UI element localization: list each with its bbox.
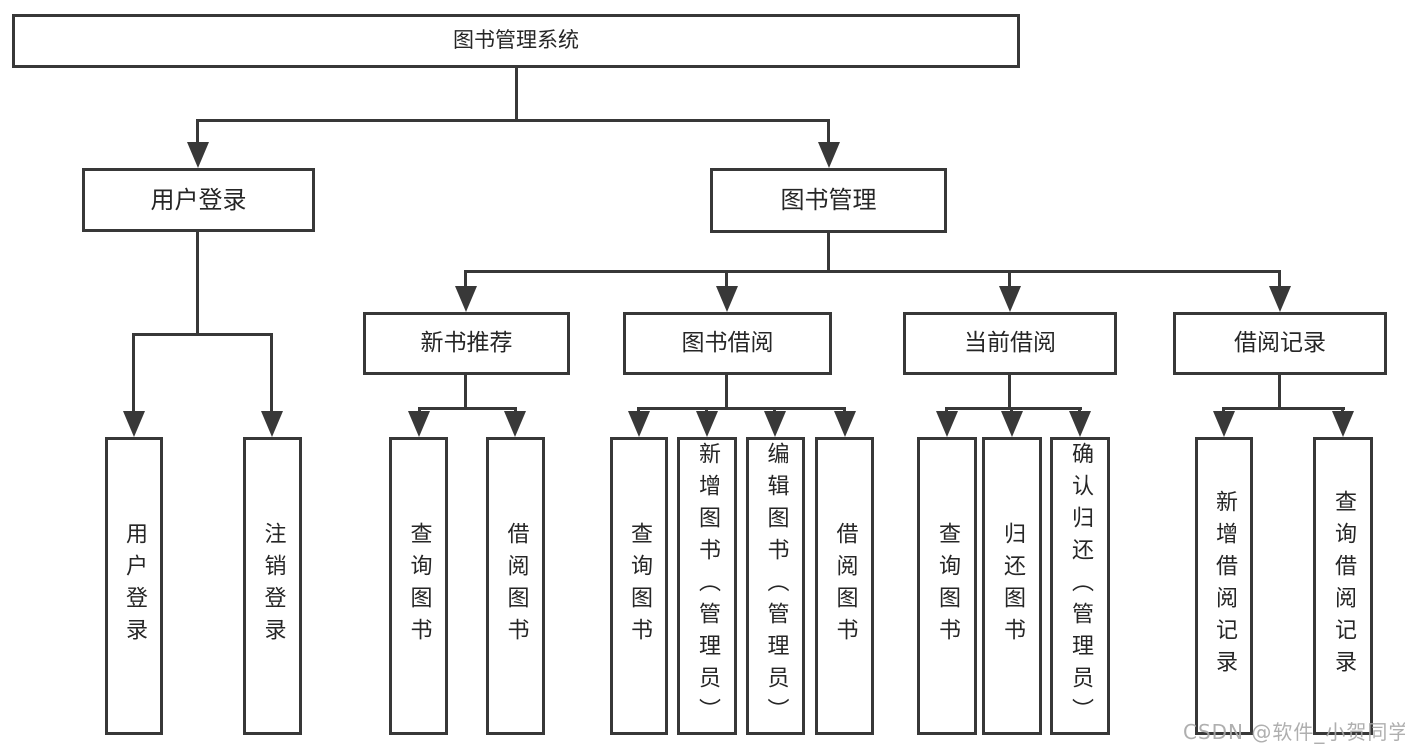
connector-user-login-stem: [196, 232, 199, 336]
connector-drop-user-login: [196, 119, 199, 146]
down-arrow-icon: [628, 411, 650, 437]
node-book-borrow: 图书借阅: [623, 312, 832, 375]
connector-borrow-records-stem: [1278, 375, 1281, 410]
connector-drop-book-borrow: [725, 270, 728, 290]
connector-current-borrow-branch: [945, 407, 1082, 410]
node-current-return-books: 归还图书: [982, 437, 1042, 735]
node-label: 借阅图书: [503, 522, 529, 650]
node-label: 图书管理系统: [453, 28, 579, 53]
down-arrow-icon: [455, 286, 477, 312]
node-label: 编辑图书（管理员）: [763, 442, 789, 730]
down-arrow-icon: [1269, 286, 1291, 312]
node-current-borrow: 当前借阅: [903, 312, 1117, 375]
node-recommend-borrow-books: 借阅图书: [486, 437, 545, 735]
node-logout: 注销登录: [243, 437, 302, 735]
connector-current-borrow-stem: [1008, 375, 1011, 410]
connector-drop-current-borrow: [1008, 270, 1011, 290]
down-arrow-icon: [1001, 411, 1023, 437]
down-arrow-icon: [1332, 411, 1354, 437]
down-arrow-icon: [261, 411, 283, 437]
node-label: 图书借阅: [681, 329, 774, 356]
node-label: 查询借阅记录: [1331, 490, 1356, 682]
down-arrow-icon: [716, 286, 738, 312]
node-label: 归还图书: [1000, 522, 1025, 650]
down-arrow-icon: [187, 142, 209, 168]
connector-book-borrow-branch: [637, 407, 846, 410]
node-label: 用户登录: [122, 522, 147, 650]
node-label: 当前借阅: [964, 329, 1056, 356]
connector-borrow-records-branch: [1222, 407, 1345, 410]
node-label: 借阅图书: [832, 522, 858, 650]
connector-drop-logout: [270, 333, 273, 415]
node-recommend-query-books: 查询图书: [389, 437, 448, 735]
node-borrow-add-books-admin: 新增图书（管理员）: [677, 437, 737, 735]
node-label: 新书推荐: [420, 329, 513, 356]
down-arrow-icon: [936, 411, 958, 437]
node-new-book-recommend: 新书推荐: [363, 312, 570, 375]
node-label: 注销登录: [260, 522, 286, 650]
node-borrow-query-books: 查询图书: [610, 437, 668, 735]
connector-drop-borrow-records: [1278, 270, 1281, 290]
down-arrow-icon: [1213, 411, 1235, 437]
connector-root-stem: [515, 68, 518, 122]
node-label: 确认归还（管理员）: [1068, 442, 1093, 730]
node-borrow-records: 借阅记录: [1173, 312, 1387, 375]
node-label: 查询图书: [627, 522, 652, 650]
down-arrow-icon: [818, 142, 840, 168]
connector-user-login-branch: [132, 333, 273, 336]
connector-drop-book-mgmt: [827, 119, 830, 146]
down-arrow-icon: [999, 286, 1021, 312]
connector-new-book-rec-stem: [464, 375, 467, 410]
down-arrow-icon: [504, 411, 526, 437]
node-label: 图书管理: [780, 186, 877, 215]
node-book-management: 图书管理: [710, 168, 947, 233]
down-arrow-icon: [834, 411, 856, 437]
node-label: 用户登录: [150, 185, 247, 214]
connector-root-branch: [196, 119, 830, 122]
node-label: 新增图书（管理员）: [695, 442, 720, 730]
down-arrow-icon: [408, 411, 430, 437]
node-user-login: 用户登录: [82, 168, 315, 232]
watermark: CSDN @软件_小贺同学: [1183, 720, 1405, 744]
connector-book-borrow-stem: [725, 375, 728, 410]
connector-new-book-rec-branch: [418, 407, 517, 410]
connector-drop-new-book-rec: [464, 270, 467, 290]
connector-book-mgmt-branch: [464, 270, 1281, 273]
node-user-login-leaf: 用户登录: [105, 437, 163, 735]
connector-book-mgmt-stem: [827, 233, 830, 273]
node-borrow-edit-books-admin: 编辑图书（管理员）: [746, 437, 805, 735]
down-arrow-icon: [1069, 411, 1091, 437]
node-records-query-record: 查询借阅记录: [1313, 437, 1373, 735]
node-records-add-record: 新增借阅记录: [1195, 437, 1253, 735]
node-current-confirm-return-admin: 确认归还（管理员）: [1050, 437, 1110, 735]
down-arrow-icon: [764, 411, 786, 437]
node-label: 查询图书: [935, 522, 960, 650]
node-label: 借阅记录: [1234, 329, 1326, 356]
connector-drop-user-login-leaf: [132, 333, 135, 415]
node-current-query-books: 查询图书: [917, 437, 977, 735]
down-arrow-icon: [696, 411, 718, 437]
node-root: 图书管理系统: [12, 14, 1020, 68]
down-arrow-icon: [123, 411, 145, 437]
node-borrow-borrow-books: 借阅图书: [815, 437, 874, 735]
node-label: 查询图书: [406, 522, 432, 650]
node-label: 新增借阅记录: [1212, 490, 1237, 682]
